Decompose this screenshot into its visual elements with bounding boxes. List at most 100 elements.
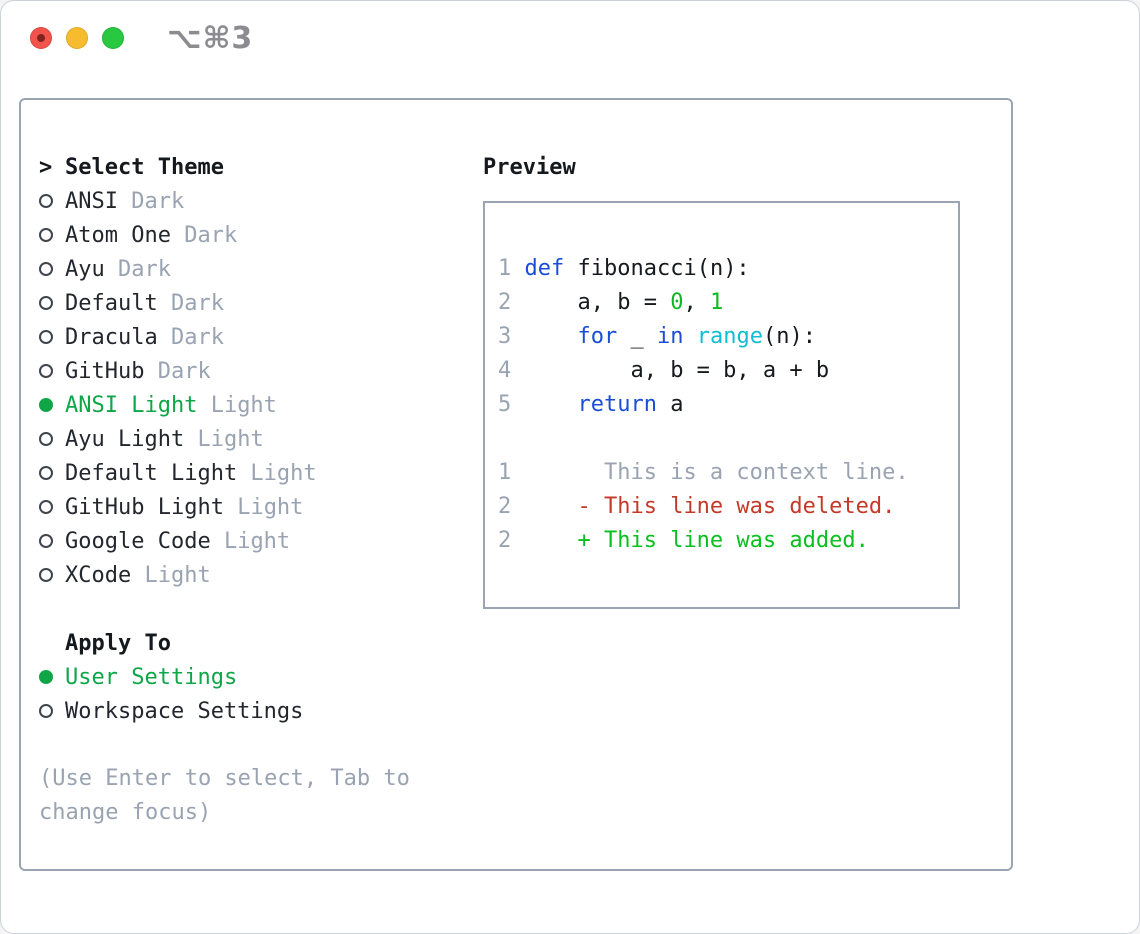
code-segment-deleted: - This line was deleted. [524, 494, 896, 519]
radio-icon [39, 704, 53, 718]
code-segment-plain: (n): [762, 324, 816, 349]
spacer-row [39, 728, 479, 762]
theme-option-ayu[interactable]: Ayu Dark [39, 252, 479, 286]
theme-option-ansi[interactable]: ANSI Dark [39, 184, 479, 218]
line-number: 2 [498, 494, 525, 519]
option-variant-label: Light [210, 528, 291, 554]
option-label: XCode [65, 562, 132, 588]
code-segment-plain: _ [617, 324, 657, 349]
code-line: 1 def fibonacci(n): [498, 252, 958, 286]
option-variant-label: Dark [170, 222, 238, 248]
radio-selected-icon [39, 670, 53, 684]
option-label: GitHub [65, 358, 145, 384]
code-line: 3 for _ in range(n): [498, 320, 958, 354]
theme-option-default-light[interactable]: Default Light Light [39, 456, 479, 490]
code-segment-number: 0 [670, 290, 684, 315]
theme-option-atom-one[interactable]: Atom One Dark [39, 218, 479, 252]
select-theme-title: Select Theme [65, 154, 224, 180]
line-number: 1 [498, 460, 525, 485]
code-segment-builtin: range [696, 324, 763, 349]
option-variant-label: Light [131, 562, 211, 588]
theme-option-ayu-light[interactable]: Ayu Light Light [39, 422, 479, 456]
bullet-column [39, 704, 65, 718]
code-line: 2 + This line was added. [498, 524, 958, 558]
theme-option-dracula[interactable]: Dracula Dark [39, 320, 479, 354]
bullet-column [39, 534, 65, 548]
minimize-button[interactable] [66, 27, 88, 49]
radio-icon [39, 364, 53, 378]
theme-option-github[interactable]: GitHub Dark [39, 354, 479, 388]
option-label: Workspace Settings [65, 698, 304, 724]
window-title: ⌥⌘3 [167, 21, 254, 56]
radio-icon [39, 194, 53, 208]
option-variant-label: Dark [144, 358, 211, 384]
code-line: 4 a, b = b, a + b [498, 354, 958, 388]
option-label: GitHub Light [65, 494, 224, 520]
apply-option-workspace-settings[interactable]: Workspace Settings [39, 694, 479, 728]
apply-to-header-row: Apply To [39, 626, 479, 660]
maximize-button[interactable] [102, 27, 124, 49]
option-variant-label: Light [223, 494, 304, 520]
option-label: Ayu [65, 256, 105, 282]
code-segment-plain [525, 392, 578, 417]
blank-line [498, 422, 958, 456]
theme-option-google-code[interactable]: Google Code Light [39, 524, 479, 558]
option-label: Atom One [65, 222, 171, 248]
bullet-column [39, 194, 65, 208]
preview-title: Preview [483, 154, 576, 180]
code-segment-plain [525, 324, 578, 349]
bullet-column [39, 398, 65, 412]
close-button[interactable] [30, 27, 52, 49]
bullet-column [39, 670, 65, 684]
code-segment-number: 1 [709, 290, 724, 315]
option-variant-label: Dark [117, 188, 185, 214]
option-label: ANSI Light [65, 392, 198, 418]
radio-icon [39, 568, 53, 582]
select-theme-header-row: > Select Theme [39, 150, 479, 184]
option-variant-label: Light [184, 426, 264, 452]
theme-option-ansi-light[interactable]: ANSI Light Light [39, 388, 479, 422]
apply-option-user-settings[interactable]: User Settings [39, 660, 479, 694]
option-variant-label: Light [197, 392, 277, 418]
code-line: 5 return a [498, 388, 958, 422]
code-segment-plain: , [683, 290, 710, 315]
code-segment-keyword: for [577, 324, 618, 349]
preview-column: Preview 1 def fibonacci(n):2 a, b = 0, 1… [483, 150, 983, 609]
code-segment-keyword: in [656, 324, 684, 349]
keyboard-hint-text: (Use Enter to select, Tab to change focu… [39, 766, 410, 825]
code-segment-keyword: return [577, 392, 657, 417]
spacer-row [39, 592, 479, 626]
option-label: User Settings [65, 664, 238, 690]
radio-icon [39, 228, 53, 242]
code-segment-keyword: def [524, 256, 565, 281]
radio-icon [39, 262, 53, 276]
radio-icon [39, 296, 53, 310]
option-label: Default [65, 290, 158, 316]
line-number [498, 426, 525, 451]
theme-option-xcode[interactable]: XCode Light [39, 558, 479, 592]
code-line: 2 - This line was deleted. [498, 490, 958, 524]
bullet-column [39, 568, 65, 582]
option-label: Ayu Light [65, 426, 185, 452]
radio-icon [39, 500, 53, 514]
code-segment-context: This is a context line. [524, 460, 909, 485]
titlebar: ⌥⌘3 [1, 1, 1139, 75]
theme-option-default[interactable]: Default Dark [39, 286, 479, 320]
code-line: 1 This is a context line. [498, 456, 958, 490]
option-label: Google Code [65, 528, 211, 554]
theme-option-github-light[interactable]: GitHub Light Light [39, 490, 479, 524]
bullet-column [39, 296, 65, 310]
cursor-prompt: > [39, 154, 53, 180]
line-number: 1 [498, 256, 525, 281]
bullet-column [39, 262, 65, 276]
line-number: 5 [498, 392, 525, 417]
option-variant-label: Light [237, 460, 317, 486]
code-segment-plain [683, 324, 696, 349]
bullet-column [39, 432, 65, 446]
line-number: 3 [498, 324, 525, 349]
radio-icon [39, 330, 53, 344]
